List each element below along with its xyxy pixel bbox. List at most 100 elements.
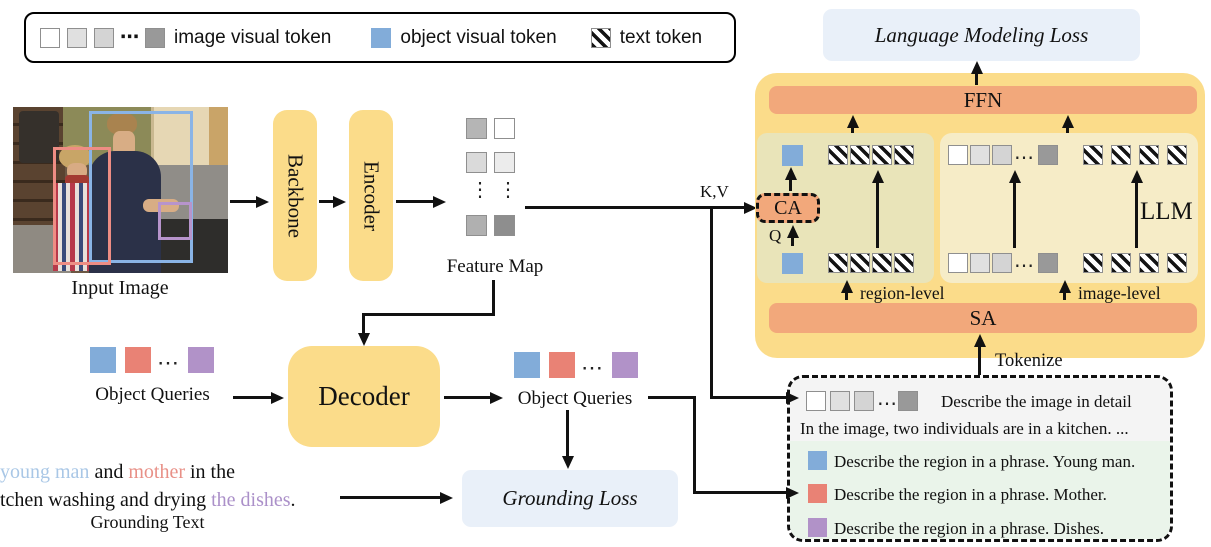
grounding-text: young man and mother in the tchen washin… — [0, 458, 345, 514]
region-object-token-top — [782, 145, 803, 166]
prompt-image-token — [806, 391, 826, 411]
arrow-queries-to-groundingloss-head — [561, 456, 574, 469]
arrow-ca-to-token-head — [784, 167, 797, 180]
sa-label: SA — [969, 305, 997, 330]
feature-map-vdots: ⋮ — [498, 179, 519, 201]
arrow-featuremap-to-decoder-seg2 — [362, 313, 495, 316]
feature-map-token — [494, 152, 515, 173]
arrow-ffn-to-lmloss-head — [970, 61, 983, 74]
encoder-label: Encoder — [359, 160, 384, 231]
image-token — [992, 145, 1012, 165]
kv-line — [525, 206, 744, 209]
branch-featuremap-to-prompt-horizontal — [710, 396, 787, 399]
input-image-caption: Input Image — [71, 277, 169, 299]
arrow-encoder-to-featuremap-head — [433, 195, 446, 208]
region-text-token — [828, 145, 848, 165]
region-text-token — [894, 253, 914, 273]
region-text-token — [872, 253, 892, 273]
arrow-decoder-to-queries-line — [444, 396, 490, 399]
image-text-token — [1167, 253, 1187, 273]
region-level-label: region-level — [860, 283, 945, 303]
arrow-text-to-groundingloss-line — [340, 496, 440, 499]
object-query-out-blue — [514, 352, 540, 378]
legend-object-token-label: object visual token — [400, 26, 557, 48]
image-text-token — [1083, 145, 1103, 165]
image-token — [992, 253, 1012, 273]
image-level-label: image-level — [1078, 283, 1161, 303]
grounding-span-and: and — [89, 461, 129, 483]
object-query-blue — [90, 347, 116, 373]
image-text-token — [1111, 253, 1131, 273]
region-text-token — [894, 145, 914, 165]
bbox-young-man — [89, 111, 193, 263]
arrow-image-text-tokens-head — [1130, 170, 1143, 183]
arrow-backbone-to-encoder-line — [319, 200, 333, 203]
arrow-regionpanel-to-ffn-line — [851, 126, 854, 134]
arrow-imagepanel-to-ffn-line — [1066, 126, 1069, 134]
ca-label: CA — [774, 196, 802, 219]
image-token — [1038, 145, 1058, 165]
arrow-ca-to-token-line — [789, 178, 792, 191]
arrow-regionpanel-to-ffn-head — [846, 115, 859, 128]
prompt-row-text: Describe the region in a phrase. Young m… — [834, 452, 1136, 471]
image-token — [1038, 253, 1058, 273]
prompt-box-image-section — [790, 378, 1170, 441]
feature-map-token — [494, 118, 515, 139]
branch-queries-to-prompt-seg2 — [693, 396, 696, 494]
object-queries-out-ellipsis: ⋯ — [581, 355, 604, 380]
arrow-featuremap-to-decoder-seg3 — [362, 313, 365, 333]
branch-featuremap-to-prompt-head — [786, 391, 799, 404]
object-queries-in-caption: Object Queries — [95, 384, 210, 405]
object-query-out-purple — [612, 352, 638, 378]
ffn-block: FFN — [769, 86, 1197, 114]
image-token — [948, 253, 968, 273]
llm-label: LLM — [1140, 198, 1193, 225]
arrow-image-tokens-head — [1008, 170, 1021, 183]
image-text-token — [1083, 253, 1103, 273]
object-queries-out-caption: Object Queries — [517, 388, 633, 409]
legend-image-token-3 — [94, 27, 114, 48]
arrow-featuremap-to-decoder-seg1 — [492, 280, 495, 313]
prompt-box-region-section — [790, 441, 1170, 539]
ffn-label: FFN — [963, 87, 1003, 112]
bbox-mother — [53, 147, 111, 265]
kv-label: K,V — [700, 182, 729, 201]
grounding-span-mother: mother — [128, 461, 185, 483]
region-object-token-bottom — [782, 253, 803, 274]
image-text-token — [1167, 145, 1187, 165]
prompt-object-token-blue — [808, 451, 827, 470]
object-query-red — [125, 347, 151, 373]
arrow-featuremap-to-decoder-head — [357, 333, 370, 346]
arrow-decoder-to-queries-head — [490, 391, 503, 404]
lm-loss-label: Language Modeling Loss — [874, 22, 1089, 47]
arrow-image-to-backbone-head — [256, 195, 269, 208]
prompt-object-token-red — [808, 484, 827, 503]
arrow-encoder-to-featuremap-line — [396, 200, 433, 203]
bbox-dishes — [158, 202, 192, 240]
prompt-row-text: Describe the region in a phrase. Dishes. — [834, 519, 1105, 538]
legend-image-token-1 — [40, 27, 60, 48]
cross-attention-block: CA — [756, 193, 820, 223]
arrow-backbone-to-encoder-head — [333, 195, 346, 208]
prompt-box: ⋯ Describe the image in detail In the im… — [787, 375, 1173, 542]
feature-map-caption: Feature Map — [446, 256, 544, 277]
arrow-q-head — [786, 225, 799, 238]
legend-image-token-4 — [145, 27, 165, 48]
prompt-image-token — [854, 391, 874, 411]
legend-text-token — [590, 27, 611, 48]
backbone-block: Backbone — [273, 110, 317, 281]
image-token — [948, 145, 968, 165]
prompt-image-token — [830, 391, 850, 411]
input-image — [13, 107, 228, 273]
decoder-label: Decoder — [318, 381, 410, 411]
branch-queries-to-prompt-seg3 — [696, 491, 787, 494]
legend-ellipsis: ⋯ — [120, 27, 139, 48]
feature-map-token — [466, 152, 487, 173]
photo-man-face — [113, 131, 135, 157]
image-token-ellipsis: ⋯ — [1014, 255, 1035, 277]
arrow-imagepanel-to-ffn-head — [1061, 115, 1074, 128]
branch-queries-to-prompt-head — [786, 486, 799, 499]
grounding-span-period: . — [290, 489, 296, 511]
branch-queries-to-prompt-seg1 — [648, 396, 696, 399]
